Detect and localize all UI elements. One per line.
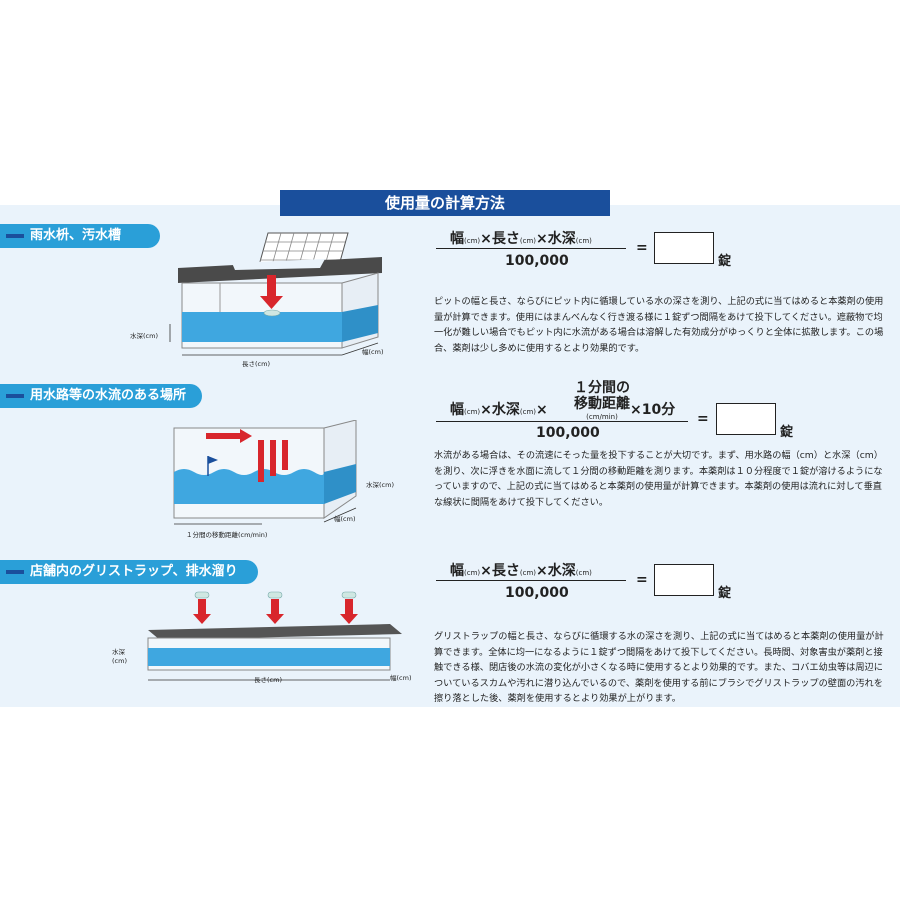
grease-trap-diagram — [147, 591, 402, 681]
result-box-1[interactable] — [654, 232, 714, 264]
denominator-2: 100,000 — [536, 425, 600, 441]
equals-2: = — [697, 411, 709, 427]
equals-1: = — [636, 240, 648, 256]
drop-arrow-icon — [260, 275, 283, 309]
rain-basin-diagram — [169, 232, 382, 356]
formula-numerator-2: 幅(cm)×水深(cm)× — [450, 402, 548, 418]
unit-3: 錠 — [718, 586, 732, 601]
denominator-3: 100,000 — [505, 585, 569, 601]
float-flag-icon — [207, 456, 218, 476]
width-label-2: 幅(cm) — [334, 515, 356, 523]
formula-numerator-1: 幅(cm)×長さ(cm)×水深(cm) — [450, 231, 592, 247]
tablet-drop-icons — [193, 591, 358, 624]
length-label-3: 長さ(cm) — [254, 676, 282, 684]
page-title: 使用量の計算方法 — [280, 190, 610, 216]
denominator-1: 100,000 — [505, 253, 569, 269]
formula-tail-2: ×10分 — [630, 402, 676, 418]
description-3: グリストラップの幅と長さ、ならびに循環する水の深さを測り、上記の式に当てはめると… — [434, 631, 884, 704]
formula-top-2: １分間の — [574, 380, 630, 396]
fraction-line-3 — [436, 580, 626, 581]
section-label-rain-basin: 雨水枡、汚水槽 — [0, 224, 160, 248]
width-label-3: 幅(cm) — [390, 674, 412, 682]
unit-1: 錠 — [718, 254, 732, 269]
drop-arrows-icon — [258, 440, 288, 482]
unit-2: 錠 — [780, 425, 794, 440]
depth-label-3: 水深(cm) — [112, 648, 127, 665]
waterway-diagram — [173, 420, 357, 525]
result-box-3[interactable] — [654, 564, 714, 596]
fraction-line-2 — [436, 421, 688, 422]
width-label: 幅(cm) — [362, 348, 384, 356]
formula-distance-2: 移動距離 (cm/min) — [574, 396, 630, 421]
length-label: 長さ(cm) — [242, 360, 270, 368]
fraction-line-1 — [436, 248, 626, 249]
distance-label: １分間の移動距離(cm/min) — [186, 531, 268, 539]
description-2: 水流がある場合は、その流速にそった量を投下することが大切です。まず、用水路の幅（… — [434, 450, 883, 508]
flow-arrow-icon — [206, 429, 252, 443]
depth-label: 水深(cm) — [130, 332, 158, 340]
content-panel — [0, 205, 900, 707]
result-box-2[interactable] — [716, 403, 776, 435]
depth-label-2: 水深(cm) — [366, 481, 394, 489]
section-label-waterway: 用水路等の水流のある場所 — [0, 384, 202, 408]
formula-numerator-3: 幅(cm)×長さ(cm)×水深(cm) — [450, 563, 592, 579]
section-label-grease-trap: 店舗内のグリストラップ、排水溜り — [0, 560, 258, 584]
equals-3: = — [636, 572, 648, 588]
description-1: ピットの幅と長さ、ならびにピット内に循環している水の深さを測り、上記の式に当ては… — [434, 296, 884, 354]
